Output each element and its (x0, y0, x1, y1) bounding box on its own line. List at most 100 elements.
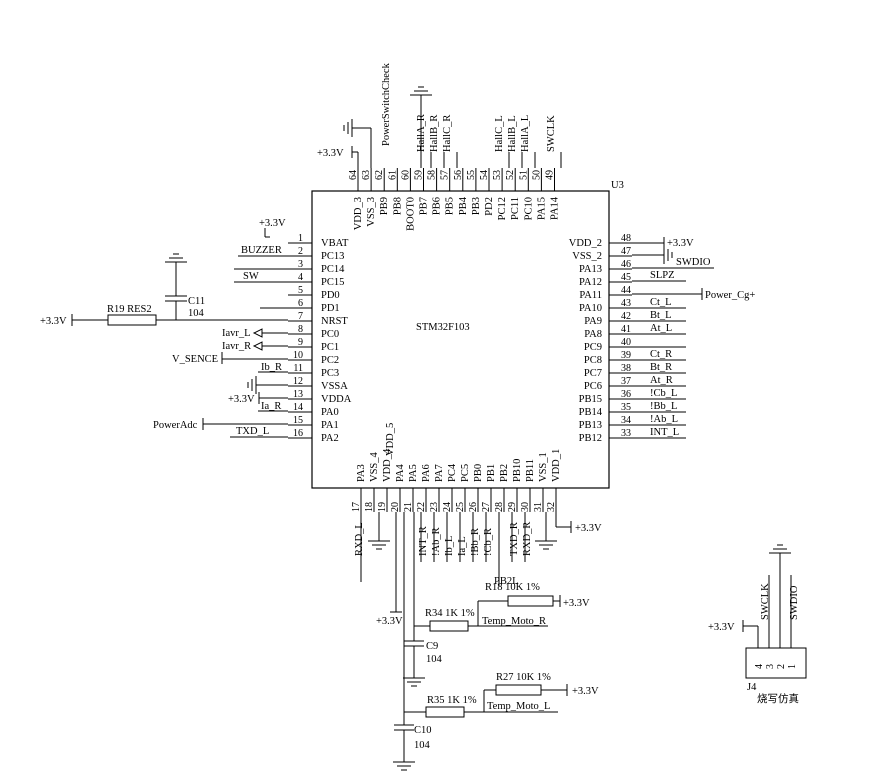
top-net-label: HallA_R (416, 114, 427, 152)
r27-resistor (495, 684, 542, 696)
pin-name: PB2 (499, 464, 510, 482)
vcc-label-r27: +3.3V (572, 686, 599, 697)
pin-name: PB1 (486, 464, 497, 482)
pin-number: 28 (494, 502, 505, 512)
pin-name: VSS_3 (366, 197, 377, 227)
pin-number: 55 (466, 170, 477, 180)
pin-name: PC8 (584, 355, 602, 366)
top-net-label: HallB_R (429, 115, 440, 152)
pin-name: PB12 (579, 433, 602, 444)
right-net-label: Ct_L (650, 297, 672, 308)
pin-number: 49 (545, 170, 556, 180)
pin-number: 2 (298, 246, 303, 257)
pin-name: PA9 (584, 316, 602, 327)
pin-number: 14 (293, 402, 303, 413)
j4-pin-number: 1 (787, 664, 798, 669)
pin-number: 33 (621, 428, 631, 439)
pin-name: PB14 (579, 407, 603, 418)
pin-number: 25 (455, 502, 466, 512)
net-swdio: SWDIO (676, 257, 711, 268)
pin-number: 8 (298, 324, 303, 335)
right-net-label: Ct_R (650, 349, 672, 360)
right-net-label: Bt_L (650, 310, 672, 321)
pin-number: 15 (293, 415, 303, 426)
pin-name: PC14 (321, 264, 345, 275)
pin-number: 60 (400, 170, 411, 180)
top-net-label: HallC_L (494, 115, 505, 152)
pin-name: BOOT0 (405, 197, 416, 231)
right-net-label: At_R (650, 375, 673, 386)
pin-number: 44 (621, 285, 631, 296)
right-net-label: !Bb_L (650, 401, 677, 412)
pin-name: PC3 (321, 368, 339, 379)
pin-number: 22 (416, 502, 427, 512)
net-slpz: SLPZ (650, 270, 675, 281)
pin-name: VDD_4 (382, 448, 393, 482)
pin-name: PB8 (392, 197, 403, 215)
pin-name: NRST (321, 316, 348, 327)
pin-name: VBAT (321, 238, 349, 249)
pin-name: PA2 (321, 433, 339, 444)
net-pb2l: PB2L (494, 576, 519, 587)
vcc-label-pin1: +3.3V (259, 218, 286, 229)
pin-name: PB13 (579, 420, 602, 431)
pin-number: 17 (351, 502, 362, 512)
j4-net-swclk: SWCLK (760, 583, 771, 620)
bottom-pin-group: 17PA318VSS_419VDD_420PA421PA522PA623PA72… (351, 448, 562, 512)
pin-number: 38 (621, 363, 631, 374)
bottom-net-label: TXD_R (509, 522, 520, 556)
pin-number: 46 (621, 259, 631, 270)
pin-number: 48 (621, 233, 631, 244)
pin-number: 32 (546, 502, 557, 512)
pin-name: PB3 (471, 197, 482, 215)
pin-name: PA12 (579, 277, 602, 288)
r18-resistor (507, 595, 554, 607)
pin-name: PA15 (536, 197, 547, 220)
net-txd-l: TXD_L (236, 426, 269, 437)
pin-name: VSS_1 (538, 452, 549, 482)
vcc-label-top: +3.3V (317, 148, 344, 159)
net-temp-moto-r: Temp_Moto_R (482, 616, 546, 627)
net-ia-r: Ia_R (261, 401, 281, 412)
net-temp-moto-l: Temp_Moto_L (487, 701, 550, 712)
pin-number: 21 (403, 502, 414, 512)
pin-number: 34 (621, 415, 631, 426)
right-net-label: !Cb_L (650, 388, 677, 399)
pin-name: PA5 (408, 464, 419, 482)
vcc-label-vdda: +3.3V (228, 394, 255, 405)
bottom-net-label: RXD_R (522, 522, 533, 556)
pin-number: 57 (440, 170, 451, 180)
top-net-label: HallA_L (520, 115, 531, 152)
pin-name: PB7 (419, 197, 430, 215)
pin-name: VSS_4 (369, 451, 380, 482)
r35-label: R35 1K 1% (427, 695, 477, 706)
pin-number: 3 (298, 259, 303, 270)
pin-name: PB11 (525, 459, 536, 482)
pin-name: PA11 (579, 290, 602, 301)
pin-name: PB15 (579, 394, 602, 405)
j4-pin-number: 4 (754, 664, 765, 669)
right-net-label: INT_L (650, 427, 679, 438)
pin-number: 40 (621, 337, 631, 348)
pin-name: PB6 (432, 197, 443, 215)
j4-pin-number: 2 (776, 664, 787, 669)
pin-name: PA10 (579, 303, 602, 314)
pin-name: PC0 (321, 329, 339, 340)
pin-name: PD1 (321, 303, 340, 314)
pin-number: 63 (361, 170, 372, 180)
vcc-label-right: +3.3V (667, 238, 694, 249)
pin-number: 59 (414, 170, 425, 180)
bottom-net-label: !Ab_R (431, 527, 442, 556)
c9-ref: C9 (426, 641, 438, 652)
pin-name: PA3 (356, 464, 367, 482)
pin-number: 41 (621, 324, 631, 335)
pin-number: 61 (387, 170, 398, 180)
chip-ref: U3 (611, 180, 624, 191)
pin-number: 7 (298, 311, 303, 322)
pin-number: 10 (293, 350, 303, 361)
pin-number: 39 (621, 350, 631, 361)
pin-name: PA1 (321, 420, 339, 431)
